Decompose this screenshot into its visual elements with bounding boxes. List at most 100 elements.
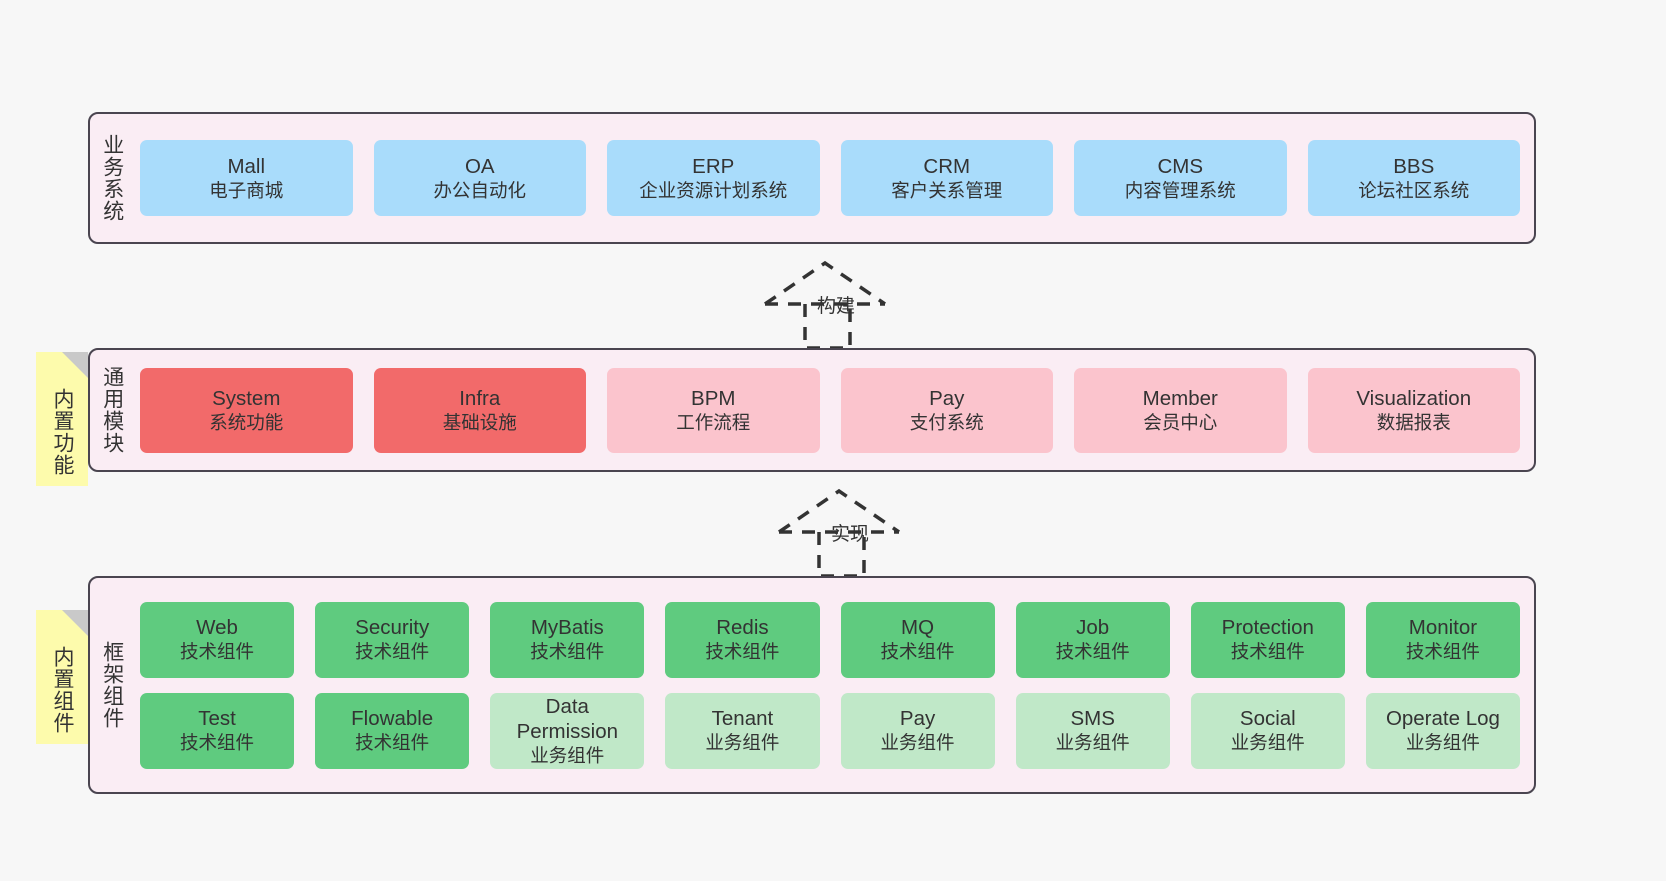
layer-common-module: 通用模块 System 系统功能 Infra 基础设施 BPM 工作流程 Pay… — [88, 348, 1536, 472]
node-name: Pay — [929, 386, 965, 410]
node-security[interactable]: Security 技术组件 — [315, 601, 470, 678]
node-name: MQ — [901, 616, 935, 640]
node-desc: 技术组件 — [880, 641, 955, 663]
node-row: Mall 电子商城 OA 办公自动化 ERP 企业资源计划系统 CRM 客户关系… — [140, 140, 1520, 216]
node-web[interactable]: Web 技术组件 — [140, 601, 295, 678]
node-name: MyBatis — [530, 616, 604, 640]
node-desc: 技术组件 — [1055, 641, 1130, 663]
fold-corner-icon — [62, 610, 88, 636]
node-sms[interactable]: SMS 业务组件 — [1015, 692, 1170, 769]
node-name: SMS — [1070, 707, 1115, 731]
node-data-permission[interactable]: Data Permission 业务组件 — [490, 692, 645, 769]
node-name: Security — [355, 616, 430, 640]
node-system[interactable]: System 系统功能 — [140, 367, 353, 453]
node-desc: 办公自动化 — [433, 179, 526, 201]
node-name: Flowable — [351, 707, 434, 731]
node-operate-log[interactable]: Operate Log 业务组件 — [1365, 692, 1520, 769]
node-desc: 业务组件 — [1405, 732, 1480, 754]
node-member[interactable]: Member 会员中心 — [1074, 367, 1287, 453]
node-desc: 技术组件 — [355, 732, 430, 754]
layer-title-module: 通用模块 — [100, 366, 124, 454]
node-name: Social — [1239, 707, 1296, 731]
node-desc: 基础设施 — [442, 411, 517, 433]
node-infra[interactable]: Infra 基础设施 — [373, 367, 586, 453]
node-protection[interactable]: Protection 技术组件 — [1190, 601, 1345, 678]
layer-framework-component: 框架组件 Web 技术组件 Security 技术组件 MyBatis 技术组件… — [88, 576, 1536, 794]
node-name: Visualization — [1356, 386, 1472, 410]
layer-business-system: 业务系统 Mall 电子商城 OA 办公自动化 ERP 企业资源计划系统 CRM… — [88, 112, 1536, 244]
node-name: Member — [1142, 386, 1218, 410]
node-pay-module[interactable]: Pay 支付系统 — [840, 367, 1053, 453]
node-name: Redis — [716, 616, 769, 640]
layer-title-framework: 框架组件 — [100, 641, 124, 729]
node-name: Monitor — [1408, 616, 1478, 640]
layer-body-module: System 系统功能 Infra 基础设施 BPM 工作流程 Pay 支付系统… — [134, 350, 1534, 470]
node-flowable[interactable]: Flowable 技术组件 — [315, 692, 470, 769]
sticky-note-builtin-components: 内置组件 — [36, 610, 88, 744]
node-row: Web 技术组件 Security 技术组件 MyBatis 技术组件 Redi… — [140, 601, 1520, 678]
node-name: Data Permission — [516, 694, 618, 743]
node-mq[interactable]: MQ 技术组件 — [840, 601, 995, 678]
node-desc: 业务组件 — [1230, 732, 1305, 754]
node-bpm[interactable]: BPM 工作流程 — [607, 367, 820, 453]
node-desc: 技术组件 — [180, 641, 255, 663]
node-pay-component[interactable]: Pay 业务组件 — [840, 692, 995, 769]
node-name: ERP — [692, 154, 735, 178]
node-name: Web — [196, 616, 238, 640]
node-name: System — [212, 386, 281, 410]
connector-label-implement: 实现 — [831, 524, 870, 545]
node-name: Pay — [899, 707, 936, 731]
node-desc: 内容管理系统 — [1124, 179, 1236, 201]
node-monitor[interactable]: Monitor 技术组件 — [1365, 601, 1520, 678]
node-desc: 业务组件 — [1055, 732, 1130, 754]
node-name: BBS — [1393, 154, 1435, 178]
node-crm[interactable]: CRM 客户关系管理 — [840, 140, 1053, 216]
node-desc: 数据报表 — [1376, 411, 1451, 433]
node-desc: 业务组件 — [530, 744, 605, 766]
node-desc: 技术组件 — [1230, 641, 1305, 663]
node-desc: 电子商城 — [209, 179, 284, 201]
node-desc: 工作流程 — [676, 411, 751, 433]
node-desc: 客户关系管理 — [891, 179, 1003, 201]
node-desc: 系统功能 — [209, 411, 284, 433]
node-job[interactable]: Job 技术组件 — [1015, 601, 1170, 678]
connector-build: 构建 — [760, 258, 940, 350]
connector-implement: 实现 — [774, 486, 954, 578]
node-desc: 技术组件 — [530, 641, 605, 663]
node-name: BPM — [691, 386, 736, 410]
node-desc: 技术组件 — [355, 641, 430, 663]
node-desc: 业务组件 — [705, 732, 780, 754]
node-name: Operate Log — [1385, 707, 1500, 731]
node-name: CMS — [1157, 154, 1204, 178]
arrow-head-hollow — [764, 260, 886, 306]
node-mall[interactable]: Mall 电子商城 — [140, 140, 353, 216]
fold-corner-icon — [62, 352, 88, 378]
node-row: System 系统功能 Infra 基础设施 BPM 工作流程 Pay 支付系统… — [140, 367, 1520, 453]
node-erp[interactable]: ERP 企业资源计划系统 — [607, 140, 820, 216]
node-name: Tenant — [711, 707, 774, 731]
node-cms[interactable]: CMS 内容管理系统 — [1074, 140, 1287, 216]
sticky-note-label: 内置功能 — [50, 388, 74, 476]
node-desc: 论坛社区系统 — [1358, 179, 1470, 201]
node-tenant[interactable]: Tenant 业务组件 — [665, 692, 820, 769]
node-oa[interactable]: OA 办公自动化 — [373, 140, 586, 216]
node-desc: 支付系统 — [909, 411, 984, 433]
arrow-head-hollow — [778, 488, 900, 534]
node-name: Mall — [227, 154, 266, 178]
layer-body-framework: Web 技术组件 Security 技术组件 MyBatis 技术组件 Redi… — [134, 578, 1534, 792]
layer-title-business: 业务系统 — [100, 134, 124, 222]
node-visualization[interactable]: Visualization 数据报表 — [1307, 367, 1520, 453]
sticky-note-label: 内置组件 — [50, 646, 74, 734]
sticky-note-builtin-features: 内置功能 — [36, 352, 88, 486]
node-mybatis[interactable]: MyBatis 技术组件 — [490, 601, 645, 678]
node-test[interactable]: Test 技术组件 — [140, 692, 295, 769]
node-desc: 业务组件 — [880, 732, 955, 754]
node-desc: 企业资源计划系统 — [639, 179, 788, 201]
node-redis[interactable]: Redis 技术组件 — [665, 601, 820, 678]
node-desc: 技术组件 — [180, 732, 255, 754]
node-desc: 会员中心 — [1143, 411, 1218, 433]
node-name: Protection — [1221, 616, 1314, 640]
node-social[interactable]: Social 业务组件 — [1190, 692, 1345, 769]
node-name: Job — [1076, 616, 1110, 640]
node-bbs[interactable]: BBS 论坛社区系统 — [1307, 140, 1520, 216]
